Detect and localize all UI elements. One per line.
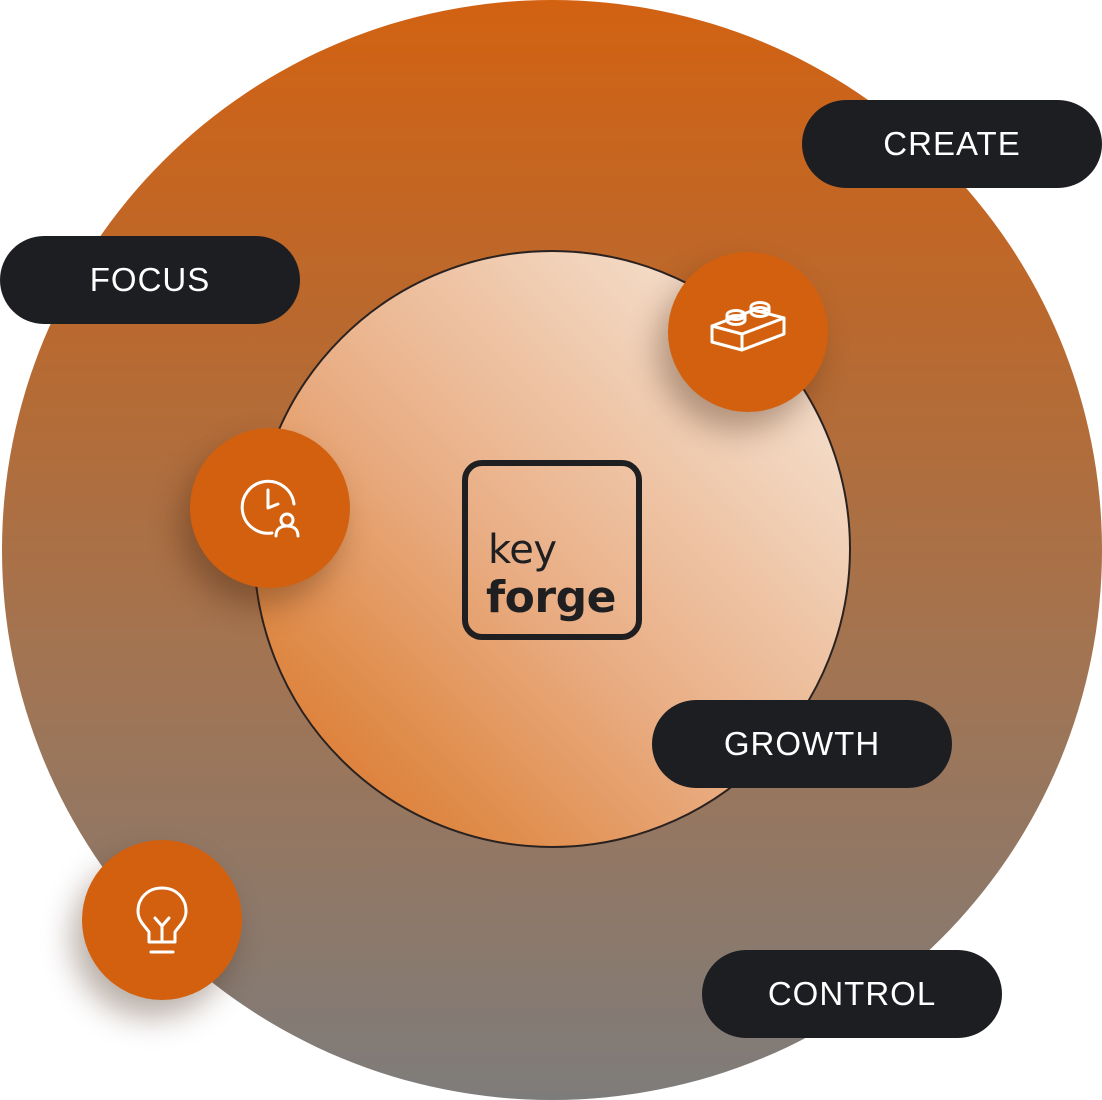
logo-word-key: key xyxy=(488,527,557,573)
building-block-icon xyxy=(710,301,786,352)
clock-user-icon xyxy=(240,479,300,538)
building-block-badge xyxy=(668,252,828,412)
lightbulb-icon xyxy=(136,886,188,954)
keyforge-logo: key forge xyxy=(462,460,642,640)
logo-word-forge: forge xyxy=(486,572,616,623)
clock-user-badge xyxy=(190,428,350,588)
label-focus: FOCUS xyxy=(0,236,300,324)
lightbulb-badge xyxy=(82,840,242,1000)
label-create: CREATE xyxy=(802,100,1102,188)
label-growth: GROWTH xyxy=(652,700,952,788)
label-control: CONTROL xyxy=(702,950,1002,1038)
